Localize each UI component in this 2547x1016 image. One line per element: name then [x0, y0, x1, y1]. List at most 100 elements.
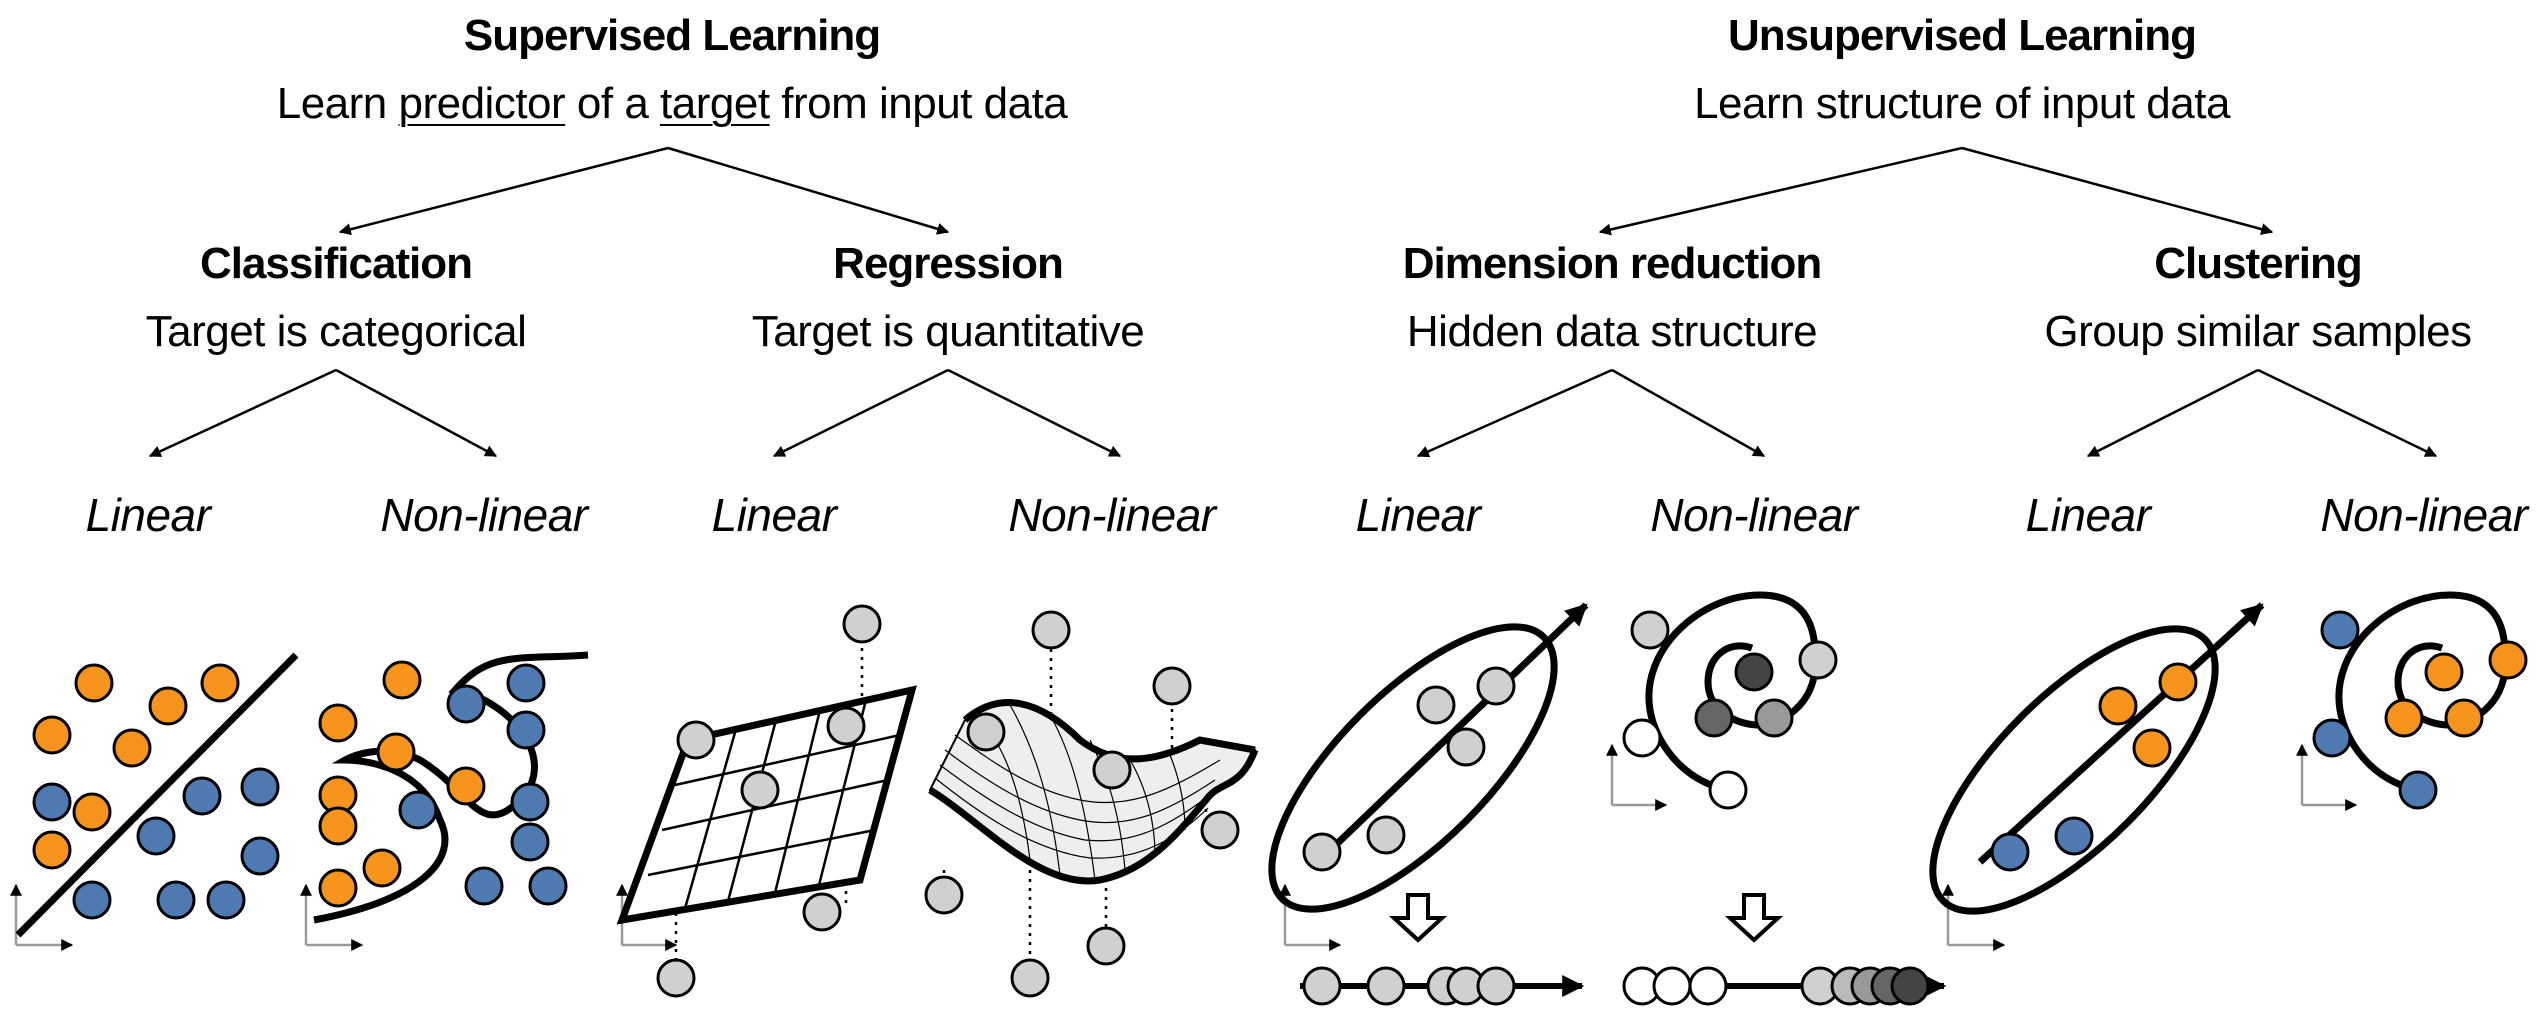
arrow-regression-to-nonlinear [947, 368, 1122, 458]
arrow-dimred-to-linear [1416, 368, 1613, 458]
gray-point [1476, 966, 1516, 1006]
blue-point [136, 816, 176, 856]
gray-point [1031, 610, 1071, 650]
white-point [1688, 966, 1728, 1006]
blue-point [2312, 718, 2352, 758]
gray-point [740, 770, 780, 810]
axes-icon [1942, 883, 2006, 951]
target-term: target [660, 79, 770, 128]
gray-point [1302, 832, 1342, 872]
gray-point [966, 712, 1006, 752]
blue-point [446, 684, 486, 724]
orange-point [2158, 662, 2198, 702]
gray-point [1366, 815, 1406, 855]
orange-point [318, 868, 358, 908]
dimred-linear-plot [1268, 602, 1589, 1006]
regression-linear-plot [616, 604, 917, 998]
gray-point [1010, 958, 1050, 998]
supervised-desc-mid: of a [565, 79, 661, 128]
blue-point [182, 776, 222, 816]
gray-point [826, 706, 866, 746]
regression-nonlinear-plot [924, 610, 1259, 998]
gray-point [1152, 666, 1192, 706]
supervised-title: Supervised Learning [463, 11, 881, 60]
blue-point [2054, 816, 2094, 856]
gray-point [842, 604, 882, 644]
supervised-desc-post: from input data [769, 79, 1068, 128]
classification-linear-plot [10, 652, 299, 951]
blue-point [398, 790, 438, 830]
orange-point [2444, 698, 2484, 738]
gray-point [656, 958, 696, 998]
orange-point [112, 728, 152, 768]
arrow-supervised-to-regression [667, 146, 950, 235]
axes-icon [300, 883, 364, 951]
classification-title: Classification [199, 239, 473, 288]
dark-gray-point [1890, 966, 1930, 1006]
orange-point [72, 792, 112, 832]
clustering-nonlinear-plot [2296, 591, 2528, 811]
orange-point [2132, 728, 2172, 768]
gray-point [1476, 666, 1516, 706]
classification-nonlinear-label: Non-linear [380, 489, 588, 541]
orange-point [362, 848, 402, 888]
arrow-regression-to-linear [772, 368, 949, 458]
predictor-term: predictor [398, 79, 566, 128]
orange-point [32, 715, 72, 755]
blue-point [32, 782, 72, 822]
white-point [1652, 966, 1692, 1006]
arrow-clustering-to-linear [2086, 368, 2259, 458]
blue-point [156, 880, 196, 920]
orange-point [74, 663, 114, 703]
blue-point [506, 663, 546, 703]
blue-point [506, 710, 546, 750]
hollow-down-arrow-icon [1388, 893, 1448, 943]
regression-linear-label: Linear [711, 489, 837, 541]
orange-point [148, 686, 188, 726]
arrow-dimred-to-nonlinear [1611, 368, 1766, 458]
gray-point [1086, 926, 1126, 966]
blue-point [240, 836, 280, 876]
clustering-linear-plot [1929, 602, 2265, 951]
blue-point [72, 880, 112, 920]
arrow-classification-to-nonlinear [335, 368, 498, 458]
blue-point [464, 866, 504, 906]
regression-description: Target is quantitative [751, 307, 1145, 356]
gray-point [1302, 966, 1342, 1006]
regression-title: Regression [833, 239, 1064, 288]
gray-point [1798, 640, 1838, 680]
axes-icon [2296, 743, 2358, 811]
dark-gray-point [1694, 698, 1734, 738]
blue-point [2320, 610, 2360, 650]
blue-point [528, 866, 568, 906]
blue-point [510, 822, 550, 862]
classification-description: Target is categorical [145, 307, 527, 356]
orange-point [446, 766, 486, 806]
dimred-nonlinear-label: Non-linear [1650, 489, 1858, 541]
orange-point [318, 703, 358, 743]
clustering-title: Clustering [2154, 239, 2363, 288]
blue-point [510, 782, 550, 822]
orange-point [2098, 686, 2138, 726]
gray-point [1092, 750, 1132, 790]
dimred-linear-label: Linear [1355, 489, 1481, 541]
arrow-unsupervised-to-dimred [1598, 146, 1963, 236]
classification-nonlinear-plot [300, 651, 589, 951]
dimension-reduction-description: Hidden data structure [1406, 307, 1818, 356]
unsupervised-title: Unsupervised Learning [1727, 11, 2197, 60]
clustering-linear-label: Linear [2025, 489, 2151, 541]
unsupervised-description: Learn structure of input data [1694, 79, 2230, 128]
orange-point [200, 663, 240, 703]
white-point [1708, 770, 1748, 810]
supervised-desc-pre: Learn [276, 79, 399, 128]
orange-point [2488, 640, 2528, 680]
gray-point [676, 720, 716, 760]
clustering-description: Group similar samples [2044, 307, 2472, 356]
clustering-nonlinear-label: Non-linear [2320, 489, 2528, 541]
orange-point [376, 732, 416, 772]
blue-point [240, 767, 280, 807]
blue-point [206, 880, 246, 920]
gray-point [802, 892, 842, 932]
arrow-supervised-to-classification [338, 146, 669, 236]
